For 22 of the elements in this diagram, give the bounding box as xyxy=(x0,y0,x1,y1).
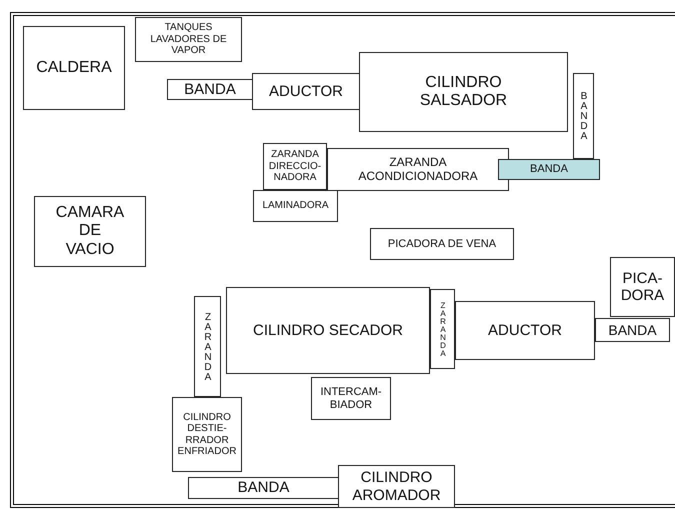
equipment-box: CILINDRO DESTIE- RRADOR ENFRIADOR xyxy=(172,397,242,472)
equipment-box: BANDA xyxy=(595,318,670,342)
equipment-box: INTERCAM- BIADOR xyxy=(311,377,391,420)
equipment-box: ZARANDA ACONDICIONADORA xyxy=(327,148,509,191)
equipment-box: BANDA xyxy=(188,477,339,499)
equipment-box: ZARANDA xyxy=(430,289,455,369)
equipment-box: CAMARA DE VACIO xyxy=(34,196,146,267)
equipment-box: CILINDRO SECADOR xyxy=(226,287,430,374)
highlighted-equipment-box: BANDA xyxy=(498,159,600,180)
equipment-box: PICADORA DE VENA xyxy=(370,228,514,260)
equipment-box: ZARANDA xyxy=(194,296,221,397)
equipment-box: TANQUES LAVADORES DE VAPOR xyxy=(135,17,242,62)
equipment-box: CILINDRO SALSADOR xyxy=(359,52,568,132)
equipment-box: BANDA xyxy=(167,79,253,100)
equipment-box: PICA- DORA xyxy=(610,257,675,317)
equipment-box: BANDA xyxy=(573,73,594,159)
equipment-box: CILINDRO AROMADOR xyxy=(338,465,455,508)
equipment-box: LAMINADORA xyxy=(253,190,338,222)
equipment-box: CALDERA xyxy=(23,26,125,110)
equipment-box: ZARANDA DIRECCIO- NADORA xyxy=(263,143,327,190)
equipment-box: ADUCTOR xyxy=(455,301,595,360)
equipment-box: ADUCTOR xyxy=(252,73,360,110)
